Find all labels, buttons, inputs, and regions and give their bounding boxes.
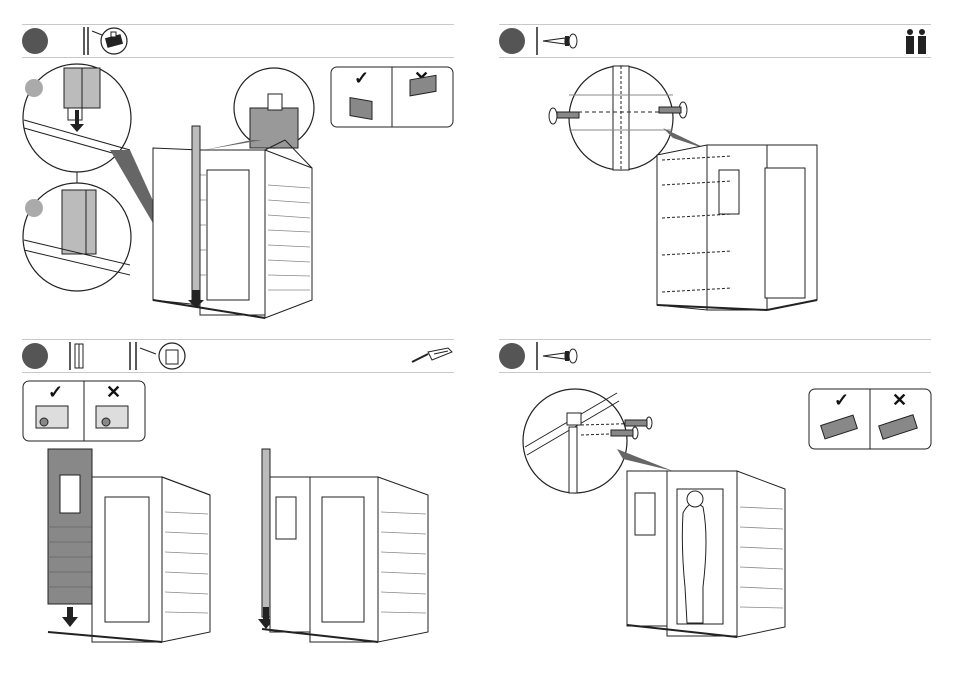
step-drawing-top-right (477, 0, 954, 337)
correct-wrong-box-top: ✓ ✕ (330, 66, 454, 128)
step-drawing-bottom-left (0, 337, 477, 674)
step-drawing-top-left (0, 0, 477, 337)
step-drawing-bottom-right (477, 337, 954, 674)
correct-mark: ✓ (354, 68, 369, 88)
